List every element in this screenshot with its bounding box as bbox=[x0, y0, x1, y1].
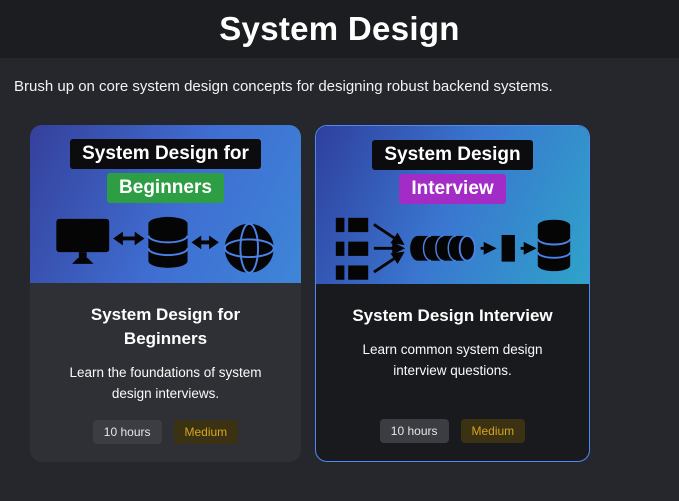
banner-title-line2: Beginners bbox=[107, 172, 224, 203]
page-subtitle: Brush up on core system design concepts … bbox=[14, 78, 553, 95]
banner-title-line1: System Design for bbox=[70, 139, 261, 169]
course-cards: System Design for Beginners bbox=[30, 125, 679, 463]
double-arrow-icon bbox=[190, 235, 219, 249]
database-icon bbox=[146, 216, 189, 268]
monitor-icon bbox=[55, 218, 109, 264]
monitor-database-globe-illustration bbox=[55, 216, 275, 274]
card-badges: 10 hours Medium bbox=[44, 404, 287, 445]
banner-title-line2: Interview bbox=[399, 173, 506, 204]
card-description: Learn common system design interview que… bbox=[362, 341, 543, 378]
database-icon bbox=[536, 219, 571, 271]
beginners-card-banner: System Design for Beginners bbox=[30, 125, 301, 283]
card-title: System Design Interview bbox=[352, 306, 553, 325]
hours-badge: 10 hours bbox=[379, 419, 449, 444]
page-title: System Design bbox=[219, 10, 460, 47]
server-icon bbox=[501, 234, 515, 262]
difficulty-badge: Medium bbox=[173, 420, 239, 445]
beginners-card-body: System Design for Beginners Learn the fo… bbox=[30, 283, 301, 462]
converging-arrows-icon bbox=[372, 222, 405, 273]
queue-pipe-icon bbox=[409, 234, 476, 262]
list-items-icon bbox=[335, 217, 368, 280]
card-description: Learn the foundations of system design i… bbox=[69, 364, 262, 401]
difficulty-badge: Medium bbox=[460, 419, 526, 444]
card-title: System Design for Beginners bbox=[90, 305, 241, 348]
card-badges: 10 hours Medium bbox=[330, 403, 575, 444]
interview-card-body: System Design Interview Learn common sys… bbox=[316, 284, 589, 461]
interview-card-banner: System Design Interview bbox=[316, 126, 589, 284]
hours-badge: 10 hours bbox=[92, 420, 162, 445]
card-system-design-interview[interactable]: System Design Interview bbox=[315, 125, 590, 463]
banner-title-line1: System Design bbox=[372, 140, 533, 170]
globe-icon bbox=[223, 222, 275, 274]
queue-pipeline-illustration bbox=[335, 217, 571, 280]
double-arrow-icon bbox=[112, 231, 144, 245]
card-system-design-beginners[interactable]: System Design for Beginners bbox=[30, 125, 301, 463]
page-header: System Design bbox=[0, 0, 679, 58]
